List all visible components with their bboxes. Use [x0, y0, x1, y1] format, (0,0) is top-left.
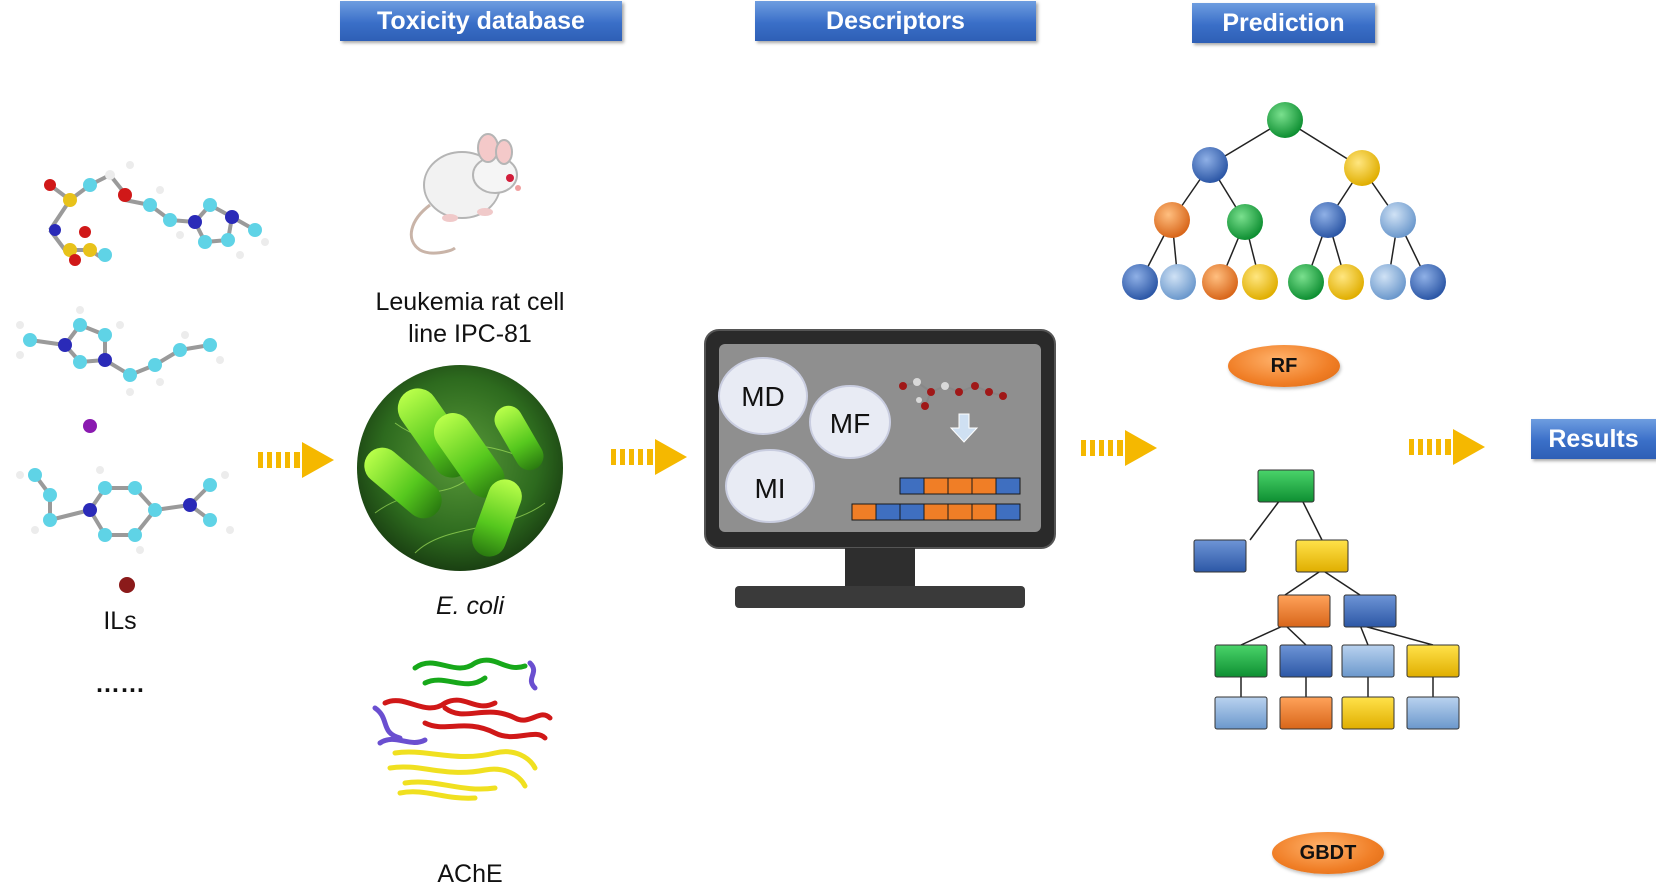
- header-descriptors: Descriptors: [755, 1, 1036, 41]
- rat-cell-label-line2: line IPC-81: [408, 320, 532, 348]
- dashed-right-arrow-icon: [611, 439, 687, 475]
- molecule-icon: [899, 378, 1007, 410]
- molecule-icon: [16, 306, 224, 433]
- ecoli-label: E. coli: [435, 592, 505, 620]
- header-prediction: Prediction: [1192, 3, 1375, 43]
- gbdt-tree-diagram: [1193, 469, 1460, 730]
- computer-monitor-icon: [704, 329, 1056, 608]
- molecule-icon: [44, 161, 269, 266]
- mouse-icon: [409, 133, 521, 255]
- rat-cell-label-line1: Leukemia rat cell: [375, 288, 565, 316]
- protein-structure-icon: [372, 657, 553, 801]
- descriptor-mf: MF: [829, 408, 871, 439]
- header-results: Results: [1531, 419, 1656, 459]
- ils-ellipsis: ……: [95, 670, 145, 698]
- rat-cell-label: Leukemia rat cell line IPC-81: [340, 286, 600, 350]
- dashed-right-arrow-icon: [1081, 430, 1157, 466]
- molecule-icon: [16, 466, 234, 593]
- ils-label: ILs: [103, 607, 137, 635]
- bacteria-icon: [357, 365, 563, 571]
- dashed-right-arrow-icon: [258, 442, 334, 478]
- gbdt-model-badge: GBDT: [1272, 832, 1384, 874]
- descriptor-mi: MI: [754, 473, 786, 504]
- header-toxicity-database: Toxicity database: [340, 1, 622, 41]
- dashed-right-arrow-icon: [1409, 429, 1485, 465]
- ache-label: AChE: [437, 860, 503, 888]
- descriptor-md: MD: [741, 381, 785, 412]
- rf-model-badge: RF: [1228, 345, 1340, 387]
- rf-tree-diagram: [1122, 102, 1446, 300]
